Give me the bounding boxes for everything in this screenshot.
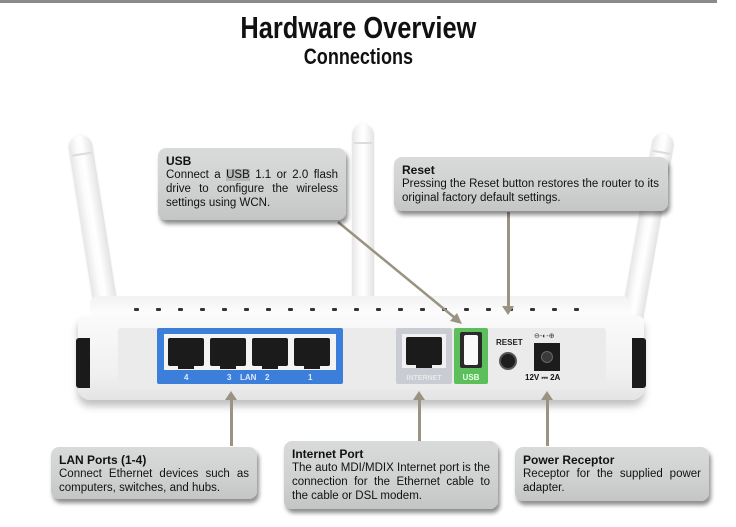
power-receptor[interactable] (534, 343, 560, 371)
vent (332, 308, 337, 311)
router-top (90, 296, 630, 318)
vent (244, 308, 249, 311)
vent (552, 308, 557, 311)
callout-reset-body: Pressing the Reset button restores the r… (402, 178, 659, 204)
usb-label: USB (462, 373, 480, 382)
router-rear-panel: 4 3 LAN 2 1 INTERNET USB RESET ⊖-◐-⊕ 12V… (76, 296, 646, 402)
vent (464, 308, 469, 311)
page-subtitle: Connections (303, 44, 414, 69)
page-title: Hardware Overview (240, 10, 477, 45)
vent (288, 308, 293, 311)
reset-button[interactable] (499, 352, 517, 370)
internet-port-frame (402, 334, 446, 368)
reset-leader-line (507, 212, 510, 308)
callout-internet: Internet Port The auto MDI/MDIX Internet… (284, 441, 498, 509)
vent (200, 308, 205, 311)
callout-usb-text: Connect a (166, 169, 227, 181)
polarity-icon: ⊖-◐-⊕ (534, 333, 555, 340)
callout-power-heading: Power Receptor (523, 453, 615, 467)
callout-usb-text: 1.1 or 2.0 flash drive to configure the … (166, 169, 338, 209)
internet-arrowhead (413, 391, 425, 400)
vent (222, 308, 227, 311)
lan-label-3: 3 (227, 373, 232, 382)
router-side-left (76, 338, 90, 388)
vent (486, 308, 491, 311)
internet-port[interactable] (406, 337, 442, 368)
lan-leader-line (230, 398, 233, 446)
reset-arrowhead (502, 306, 514, 315)
router-side-right (632, 338, 646, 388)
vent (178, 308, 183, 311)
lan-ports-inner (164, 334, 336, 370)
callout-usb-heading: USB (166, 154, 192, 168)
vent (310, 308, 315, 311)
lan-port-4[interactable] (168, 338, 204, 369)
vent (398, 308, 403, 311)
lan-port-1[interactable] (294, 338, 330, 369)
usb-highlight: USB (226, 169, 250, 181)
power-arrowhead (541, 391, 553, 400)
callout-internet-heading: Internet Port (292, 447, 364, 461)
callout-reset: Reset Pressing the Reset button restores… (394, 157, 668, 211)
lan-port-2[interactable] (252, 338, 288, 369)
callout-lan: LAN Ports (1-4) Connect Ethernet devices… (51, 447, 257, 499)
callout-usb-body: Connect a USB 1.1 or 2.0 flash drive to … (166, 168, 338, 210)
callout-usb: USB Connect a USB 1.1 or 2.0 flash drive… (158, 148, 346, 220)
power-rating: 12V ⎓ 2A (525, 373, 561, 382)
callout-internet-body: The auto MDI/MDIX Internet port is the c… (292, 462, 490, 502)
reset-label: RESET (496, 338, 523, 347)
internet-leader-line (418, 398, 421, 442)
vent (156, 308, 161, 311)
callout-lan-body: Connect Ethernet devices such as compute… (59, 468, 249, 494)
usb-port[interactable] (460, 332, 482, 368)
internet-port-block: INTERNET (396, 328, 452, 384)
callout-power: Power Receptor Receptor for the supplied… (515, 447, 709, 501)
lan-ports: 4 3 LAN 2 1 (157, 328, 343, 384)
lan-label-1: 1 (308, 373, 313, 382)
lan-port-3[interactable] (210, 338, 246, 369)
callout-power-body: Receptor for the supplied power adapter. (523, 468, 701, 494)
callout-lan-heading: LAN Ports (1-4) (59, 453, 147, 467)
power-leader-line (546, 398, 549, 446)
callout-reset-heading: Reset (402, 163, 435, 177)
vent (530, 308, 535, 311)
vent (376, 308, 381, 311)
vent (420, 308, 425, 311)
internet-label: INTERNET (406, 375, 442, 382)
top-rule (0, 0, 717, 3)
vent (574, 308, 579, 311)
lan-label-lan: LAN (240, 373, 257, 382)
usb-port-block: USB (454, 328, 488, 384)
lan-arrowhead (225, 391, 237, 400)
lan-label-2: 2 (265, 373, 270, 382)
vent (354, 308, 359, 311)
vent (266, 308, 271, 311)
vent (134, 308, 139, 311)
vent (442, 308, 447, 311)
lan-label-4: 4 (184, 373, 189, 382)
